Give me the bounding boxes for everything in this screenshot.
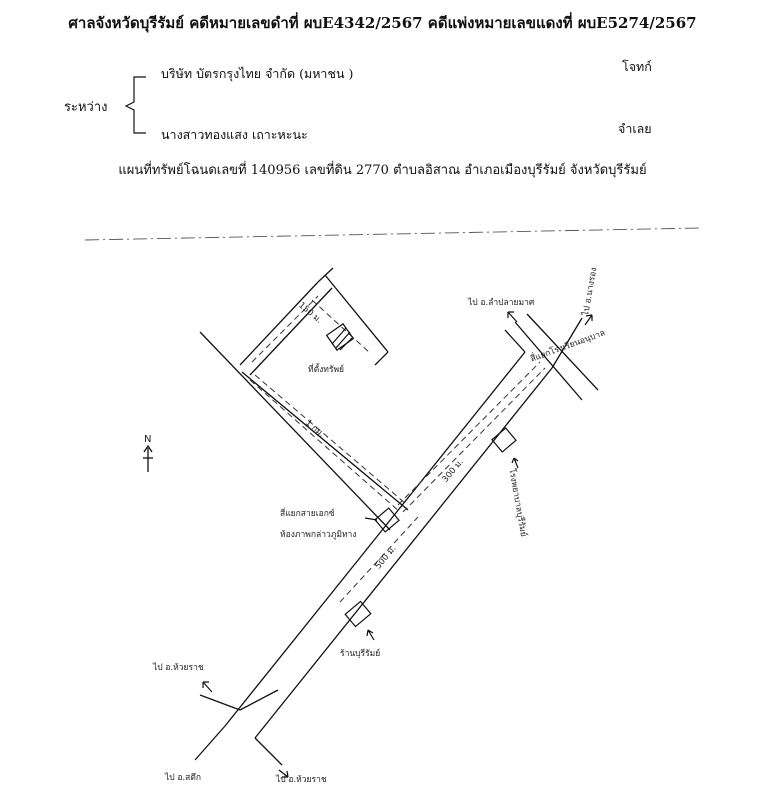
plaintiff-name: บริษัท บัตรกรุงไทย จำกัด (มหาชน )	[161, 66, 354, 81]
direction-arrows	[202, 311, 593, 778]
landmark-box-bottom	[344, 600, 372, 628]
between-label: ระหว่าง	[64, 100, 108, 115]
label-distance-2: 1 กม.	[303, 418, 326, 440]
defendant-name: นางสาวทองแสง เถาะหะนะ	[161, 127, 308, 142]
hospital-box	[491, 427, 517, 453]
bracket	[124, 76, 146, 134]
label-property: ที่ตั้งทรัพย์	[308, 363, 344, 375]
north-label: N	[144, 434, 151, 445]
landmark-box-left	[374, 507, 400, 533]
document-title: ศาลจังหวัดบุรีรัมย์ คดีหมายเลขดำที่ ผบE4…	[68, 14, 697, 32]
label-landmark-left-2: ห้องภาพกล่าวภูมิทาง	[280, 529, 356, 540]
defendant-role: จำเลย	[618, 121, 652, 136]
label-intersection: สี่แยกโรงเรียนอนุบาล	[529, 326, 607, 364]
label-to-bottom-right-1: ไป อ.สตึก	[164, 772, 201, 783]
label-hospital: โรงพยาบาลบุรีรัมย์	[506, 468, 529, 538]
label-to-bottom-right-2: ไป อ.ห้วยราช	[275, 774, 327, 785]
plaintiff-role: โจทก์	[622, 59, 652, 74]
separator-line	[84, 227, 701, 241]
road-lines	[194, 267, 599, 766]
label-landmark-left: สี่แยกสายเอกซ์	[280, 507, 335, 519]
label-distance-4: 500 ม.	[373, 544, 398, 571]
map-subtitle: แผนที่ทรัพย์โฉนดเลขที่ 140956 เลขที่ดิน …	[118, 163, 647, 178]
label-to-top-right: ไป อ.นางรอง	[580, 267, 599, 318]
north-arrow-icon	[143, 444, 153, 472]
label-to-top-left: ไป อ.ลำปลายมาศ	[467, 297, 535, 308]
route-dashed	[249, 295, 546, 603]
label-to-bottom-left: ไป อ.ห้วยราช	[152, 662, 204, 673]
label-landmark-bottom: ร้านบุรีรัมย์	[340, 648, 380, 659]
property-marker	[325, 323, 355, 351]
